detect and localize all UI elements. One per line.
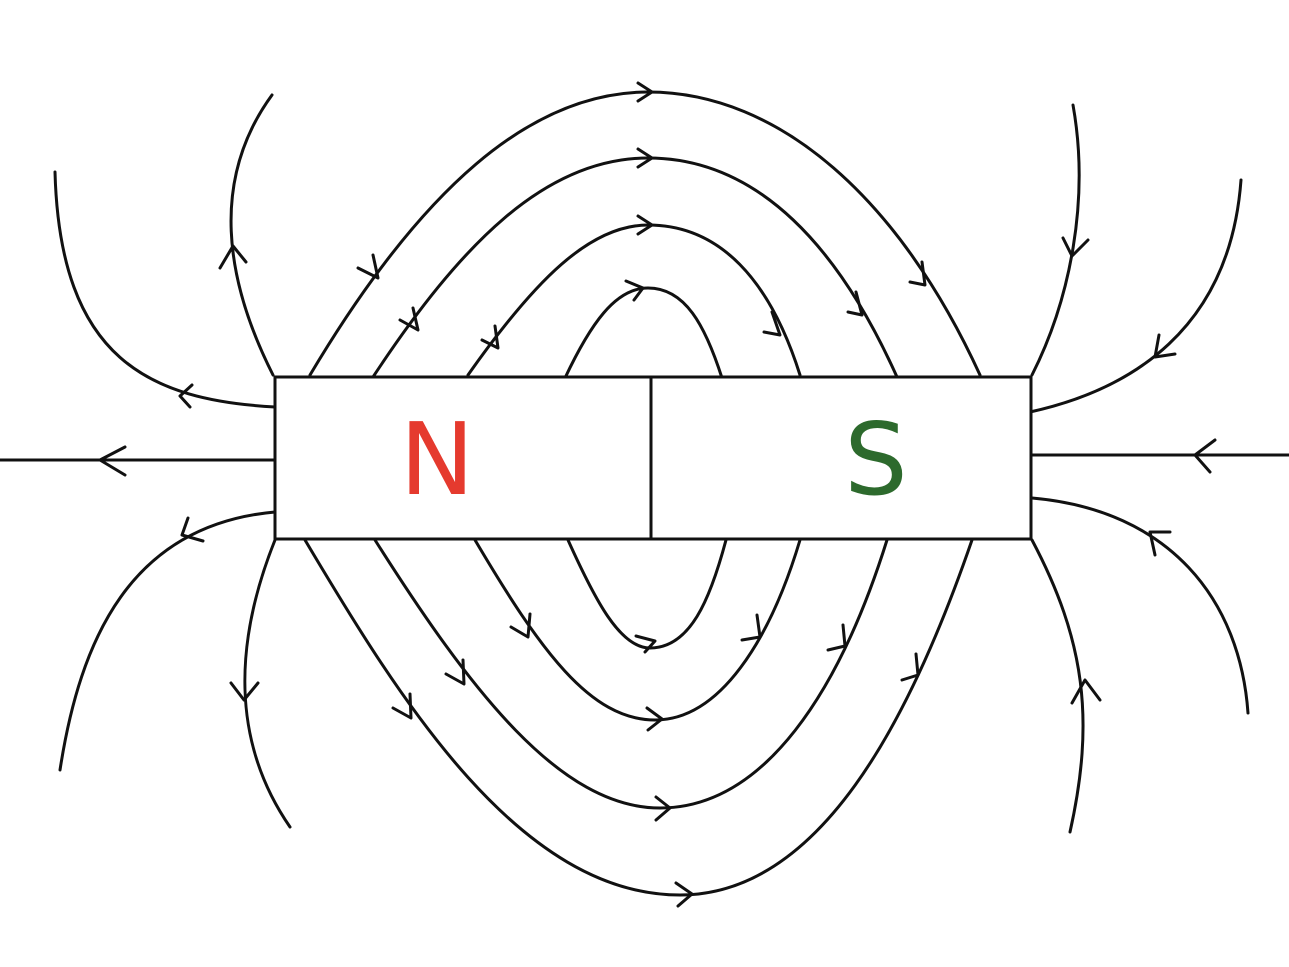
arrow-bottom-3-3: [740, 613, 762, 642]
arrow-bottom-3-1: [509, 612, 532, 639]
magnet-north-half: [273, 375, 653, 541]
field-line-left-upper-2: [53, 170, 277, 409]
arrow-left-lower-2: [180, 516, 205, 543]
arrow-top-2-3: [846, 290, 864, 317]
arrow-right-upper-2: [1153, 333, 1177, 359]
arrow-top-outer-2: [636, 81, 654, 103]
arrow-top-outer-1: [356, 253, 380, 280]
field-line-bottom-inner: [566, 538, 728, 650]
bar-magnet: N S: [273, 375, 1033, 541]
arrow-right-axis: [1193, 438, 1217, 474]
arrow-top-3-3: [762, 310, 782, 337]
arrow-top-outer-3: [908, 260, 927, 287]
field-line-right-lower-2: [1030, 496, 1250, 715]
arrow-top-3-2: [636, 214, 654, 236]
arrow-left-upper-2: [178, 383, 194, 409]
magnet-south-half: [649, 375, 1033, 541]
north-pole-label: N: [400, 401, 475, 518]
arrow-top-inner: [624, 279, 645, 302]
arrow-left-lower-1: [229, 681, 260, 702]
arrow-top-3-1: [480, 324, 500, 350]
arrow-top-2-2: [636, 147, 654, 169]
arrow-bottom-outer-1: [391, 692, 413, 720]
field-line-top-3: [466, 223, 802, 377]
arrow-right-lower-2: [1148, 530, 1172, 557]
arrow-bottom-inner: [634, 634, 657, 654]
field-line-left-upper-1: [229, 93, 275, 377]
field-lines: [0, 90, 1289, 897]
field-line-top-2: [371, 156, 899, 379]
field-line-left-lower-1: [243, 538, 292, 829]
arrow-left-axis: [98, 445, 127, 477]
field-line-top-inner: [563, 286, 724, 380]
field-line-right-upper-1: [1030, 103, 1081, 377]
arrow-bottom-outer-2: [674, 881, 694, 908]
arrow-left-upper-1: [218, 244, 248, 270]
arrow-bottom-2-1: [444, 658, 466, 686]
field-line-bottom-outer: [303, 538, 974, 897]
direction-arrows: [98, 81, 1217, 908]
arrow-bottom-2-3: [826, 623, 847, 652]
field-line-left-lower-2: [58, 510, 277, 772]
arrow-right-upper-1: [1061, 236, 1090, 258]
arrow-right-lower-1: [1070, 678, 1102, 705]
south-pole-label: S: [844, 401, 907, 518]
field-line-top-outer: [308, 90, 982, 377]
arrow-top-2-1: [398, 306, 420, 332]
field-line-bottom-3: [473, 538, 802, 722]
arrow-bottom-2-2: [654, 795, 672, 822]
arrow-bottom-outer-3: [900, 652, 920, 682]
arrow-bottom-3-2: [645, 706, 664, 732]
field-line-right-upper-2: [1028, 178, 1243, 414]
field-line-bottom-2: [373, 538, 889, 810]
field-line-right-lower-1: [1030, 538, 1085, 834]
